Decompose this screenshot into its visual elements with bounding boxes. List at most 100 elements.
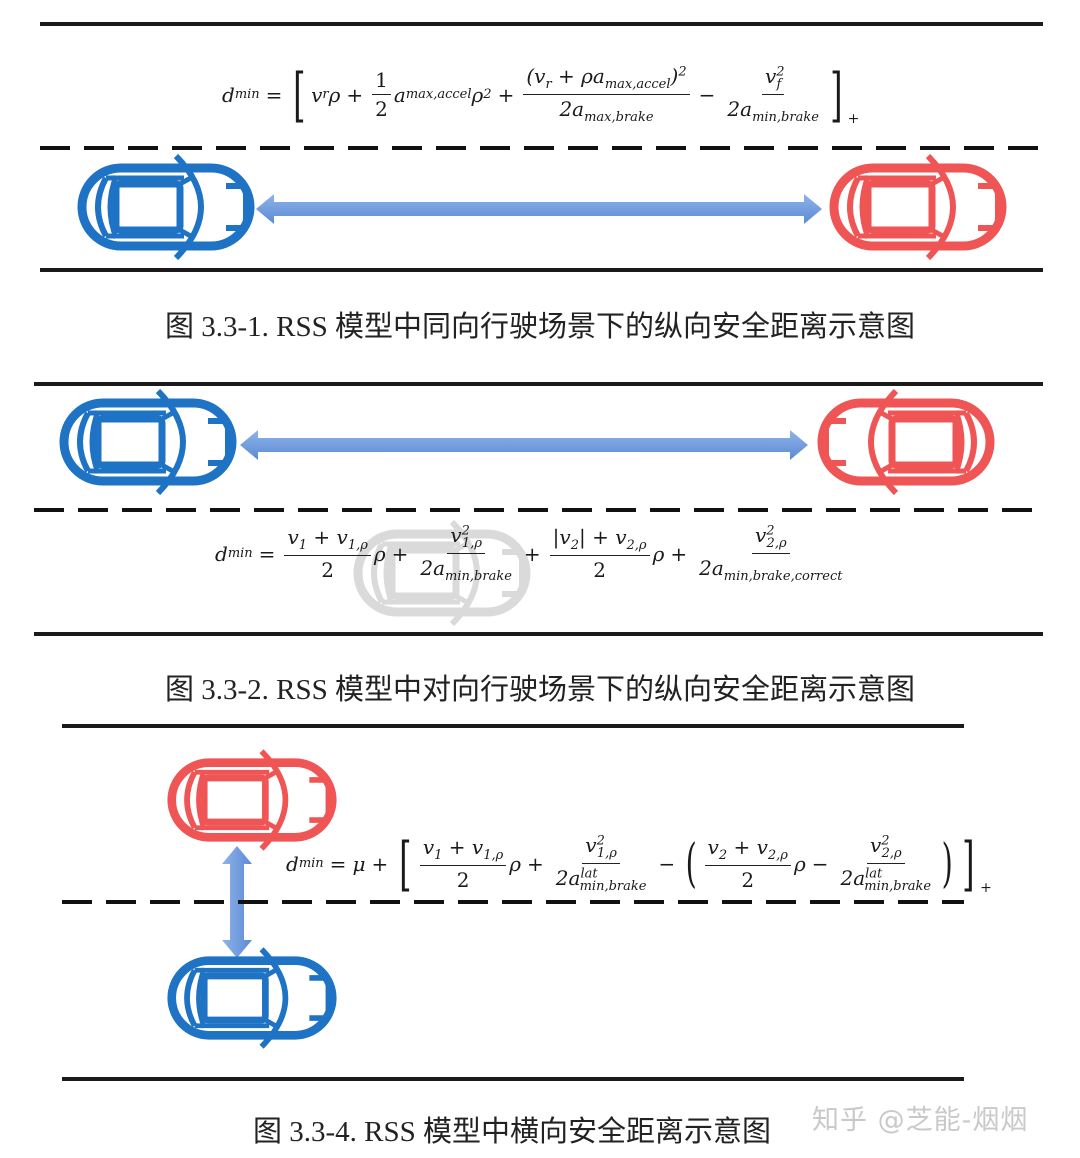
formula-superscript: 2 [881, 833, 890, 849]
formula-symbol: ρ [471, 82, 484, 107]
formula-subscript: max,brake [584, 110, 654, 125]
fraction-denominator: 2 [456, 868, 470, 892]
formula-operator: − [811, 851, 829, 876]
distance-arrow-horizontal-icon [256, 194, 822, 224]
fraction-denominator: 2amin,brake,correct [696, 554, 845, 584]
formula-subscript: max,accel [604, 77, 671, 92]
formula-subscript: 2 [718, 848, 728, 863]
formula-superscript: 2 [461, 523, 470, 539]
road-edge-bottom [40, 268, 1043, 272]
fraction-denominator: 2 [741, 868, 755, 892]
formula-symbol: ρ [793, 851, 806, 876]
formula-symbol: v [754, 523, 767, 547]
fraction-denominator: 2amin,brake [417, 554, 515, 584]
lane-divider-dashed [34, 508, 1043, 512]
formula-subscript: min [298, 856, 324, 871]
formula-superscript: lat [580, 866, 598, 882]
red-car-icon [828, 162, 1008, 252]
formula-operator: + [391, 541, 409, 566]
formula-symbol: ρ [373, 541, 386, 566]
fraction-numerator: v2f [761, 64, 785, 95]
formula-superscript: 2 [776, 64, 785, 80]
formula-fraction: v2f 2amin,brake [724, 64, 822, 125]
formula-fraction: v22,ρ 2amin,brake,correct [696, 523, 845, 584]
formula-subscript: 2,ρ [881, 846, 902, 861]
fraction-denominator: 2amin,brake [724, 95, 822, 125]
fraction-denominator: 2 [321, 558, 335, 582]
formula-symbol: v [311, 82, 323, 107]
fraction-denominator: 2amax,brake [556, 95, 656, 125]
formula-symbol: (v [526, 64, 546, 88]
formula-superscript: lat [865, 866, 883, 882]
formula-operator: = [265, 82, 283, 107]
formula-symbol: + ρa [551, 64, 605, 88]
formula-operator: = [258, 541, 276, 566]
formula-paren: ( [685, 833, 697, 894]
road-edge-top [40, 22, 1043, 26]
formula-symbol: 2a [840, 866, 866, 890]
formula-fraction: v21,ρ 2amin,brake [417, 523, 515, 584]
formula-operator: = [329, 851, 347, 876]
formula-subscript: 1,ρ [347, 538, 368, 553]
formula-symbol: v [450, 523, 462, 547]
red-car-oncoming-icon [816, 397, 996, 487]
formula-subscript: 1,ρ [461, 536, 482, 551]
fraction-numerator: 1 [372, 68, 391, 95]
formula-subscript: + [980, 880, 992, 896]
formula-subscript: min,brake [752, 110, 819, 125]
formula-symbol: 2a [559, 97, 585, 121]
formula-symbol: ρ [509, 851, 522, 876]
road-edge-bottom [62, 1077, 964, 1081]
formula-bracket: [ [293, 60, 306, 129]
blue-car-icon [58, 397, 238, 487]
formula-subscript: min [234, 87, 260, 102]
formula-subscript: min,brake [864, 879, 932, 894]
formula-symbol: v [585, 833, 597, 857]
formula-fraction: v1 + v1,ρ 2 [284, 525, 371, 582]
formula-fraction: |v2| + v2,ρ 2 [549, 525, 650, 582]
formula-symbol: v [287, 525, 299, 549]
formula-subscript: 1 [298, 538, 308, 553]
fraction-numerator: v1 + v1,ρ [419, 835, 507, 866]
formula-subscript: f [776, 77, 782, 92]
formula-bracket: ] [962, 829, 975, 898]
formula-operator: + [346, 82, 364, 107]
formula-subscript: 2,ρ [766, 536, 787, 551]
formula-superscript: 2 [596, 833, 605, 849]
road-edge-bottom [34, 632, 1043, 636]
formula-operator: + [523, 541, 541, 566]
fraction-denominator: 2alatmin,brake [837, 864, 934, 894]
watermark: 知乎 @芝能-烟烟 [812, 1105, 1029, 1136]
blue-car-icon [166, 955, 338, 1041]
formula-symbol: μ [352, 851, 366, 876]
fraction-numerator: v1 + v1,ρ [284, 525, 371, 556]
formula-operator: + [497, 82, 515, 107]
fraction-denominator: 2alatmin,brake [553, 864, 650, 894]
road-edge-top [62, 724, 964, 728]
formula-symbol: d [215, 541, 228, 566]
formula-operator: + [670, 541, 688, 566]
figure-caption: 图 3.3-1. RSS 模型中同向行驶场景下的纵向安全距离示意图 [164, 311, 915, 343]
formula-symbol: a [393, 82, 406, 107]
formula-fraction: v22,ρ 2alatmin,brake [837, 833, 934, 894]
formula-symbol: ρ [652, 541, 665, 566]
formula-symbol: v [422, 835, 435, 859]
formula-symbol: ) [670, 64, 679, 88]
formula-symbol: 2a [420, 556, 446, 580]
fraction-denominator: 2 [375, 97, 388, 121]
formula-superscript: 2 [766, 523, 775, 539]
formula-superscript: 2 [678, 64, 687, 80]
fraction-numerator: (vr + ρamax,accel)2 [523, 64, 690, 95]
formula-subscript: r [545, 77, 552, 92]
formula-subscript: + [847, 111, 860, 127]
formula-operator: + [371, 851, 389, 876]
formula-symbol: v [764, 64, 777, 88]
distance-arrow-horizontal-icon [240, 430, 808, 460]
formula-subscript: 2 [570, 538, 579, 553]
formula-symbol: d [222, 82, 235, 107]
formula-bracket: [ [399, 829, 412, 898]
formula-subscript: min [227, 546, 253, 561]
